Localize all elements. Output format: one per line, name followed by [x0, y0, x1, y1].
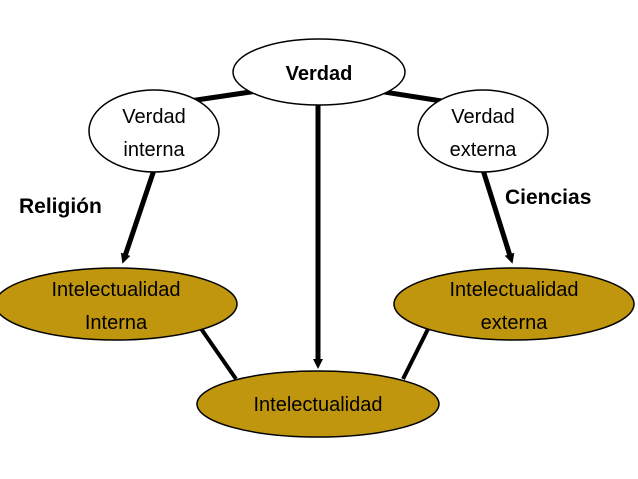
node-verdad-externa: Verdad externa	[417, 89, 549, 173]
node-intelectualidad: Intelectualidad	[196, 370, 440, 438]
node-verdad-label: Verdad	[286, 63, 353, 85]
label-religion: Religión	[19, 195, 102, 218]
node-intelectualidad-externa-line1: Intelectualidad	[450, 279, 579, 301]
node-intelectualidad-shape	[196, 370, 440, 438]
node-intelectualidad-externa-line2: externa	[481, 312, 549, 334]
node-intelectualidad-label: Intelectualidad	[254, 394, 383, 416]
node-intelectualidad-externa-shape	[393, 267, 635, 341]
node-intelectualidad-interna-line1: Intelectualidad	[52, 279, 181, 301]
arrow-interna-to-intint	[120, 169, 157, 264]
node-verdad-interna: Verdad interna	[88, 89, 220, 173]
node-intelectualidad-interna: Intelectualidad Interna	[0, 267, 238, 341]
node-intelectualidad-interna-shape	[0, 267, 238, 341]
node-verdad: Verdad	[232, 38, 406, 106]
connector-verdad-to-externa	[377, 88, 449, 105]
node-verdad-shape	[232, 38, 406, 106]
node-intelectualidad-externa: Intelectualidad externa	[393, 267, 635, 341]
node-verdad-externa-shape	[417, 89, 549, 173]
label-ciencias: Ciencias	[505, 186, 591, 209]
connector-intext-to-intel	[401, 324, 432, 380]
node-intelectualidad-interna-line2: Interna	[85, 312, 148, 334]
node-verdad-interna-line2: interna	[123, 139, 185, 161]
node-verdad-interna-line1: Verdad	[122, 106, 185, 128]
node-verdad-interna-shape	[88, 89, 220, 173]
node-verdad-externa-line2: externa	[450, 139, 518, 161]
arrow-externa-to-intext	[480, 169, 515, 264]
node-verdad-externa-line1: Verdad	[451, 106, 514, 128]
